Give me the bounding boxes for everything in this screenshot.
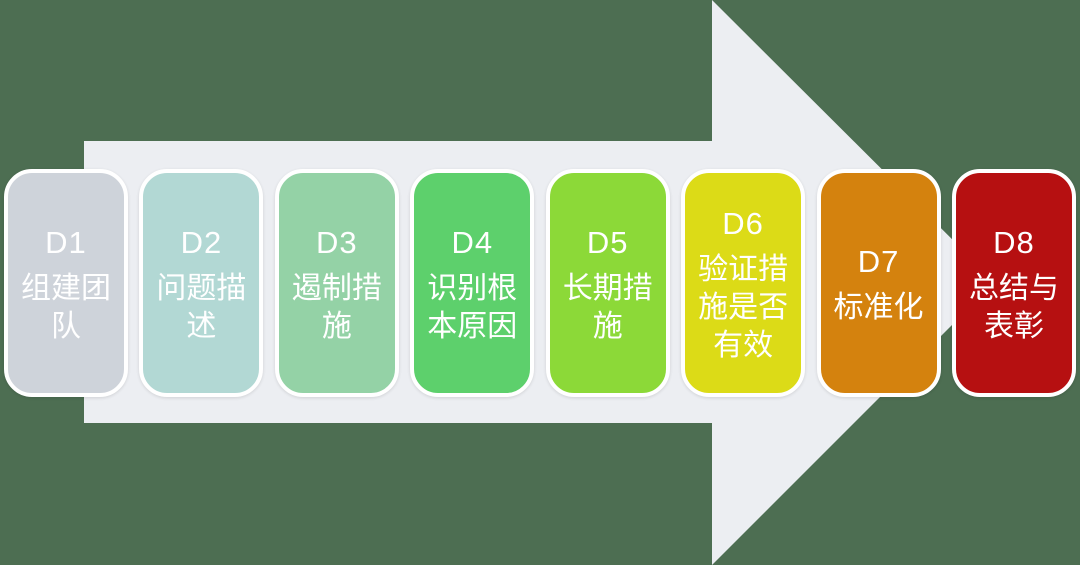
step-d6-label: 验证措施是否有效 [698,253,789,362]
step-d5-label: 长期措施 [562,272,653,343]
step-d4-id: D4 [451,225,494,260]
step-d6: D6 验证措施是否有效 [681,169,806,397]
step-d2: D2 问题描述 [139,169,264,397]
step-d4: D4 识别根本原因 [410,169,535,397]
step-d3-label: 遏制措施 [291,272,382,343]
step-d1: D1 组建团队 [4,169,128,397]
step-d6-id: D6 [722,206,764,241]
step-d4-label: 识别根本原因 [427,272,518,343]
step-d7-id: D7 [857,244,900,279]
step-d5: D5 长期措施 [545,169,670,397]
step-d3-id: D3 [316,225,358,260]
arrow-polygon [84,0,995,565]
step-d3: D3 遏制措施 [274,169,399,397]
step-d5-id: D5 [586,225,629,260]
step-d8-label: 总结与表彰 [968,272,1059,343]
step-d8-id: D8 [993,225,1035,260]
step-d1-label: 组建团队 [21,272,111,343]
step-d2-label: 问题描述 [156,272,247,343]
step-d7: D7 标准化 [816,169,941,397]
step-d1-id: D1 [45,225,87,260]
step-d7-label: 标准化 [833,291,924,324]
step-d8: D8 总结与表彰 [951,169,1076,397]
step-d2-id: D2 [180,225,223,260]
steps-row: D1 组建团队 D2 问题描述 D3 遏制措施 D4 识别根本原因 D5 长期措… [4,169,1076,397]
